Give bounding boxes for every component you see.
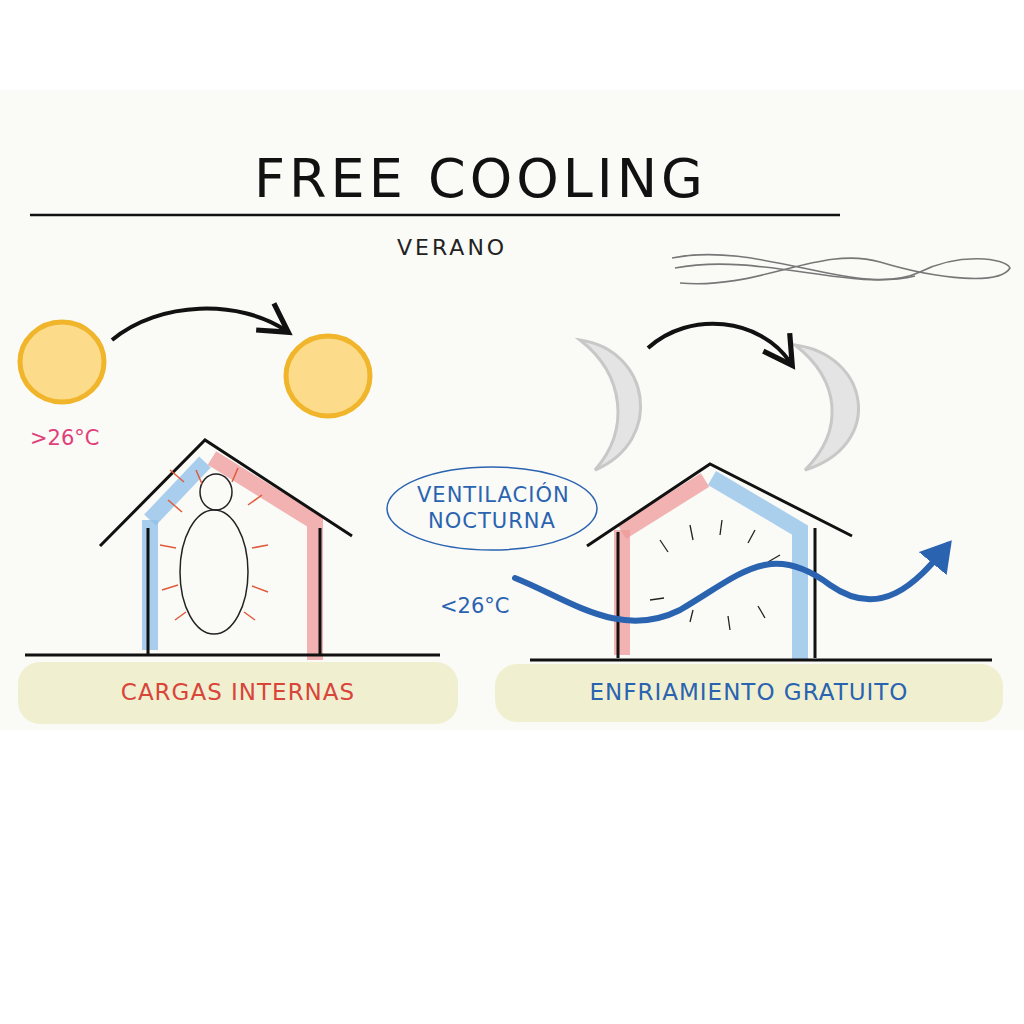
night-arrow [648,324,790,362]
node-label: VENTILACIÓN NOCTURNA [417,483,567,533]
subtitle: VERANO [397,235,507,260]
callout-ellipse: VENTILACIÓN NOCTURNA [385,465,599,552]
node-label: CARGAS INTERNAS [121,679,355,707]
node-text: ENFRIAMIENTO GRATUITO [590,679,909,707]
sun [20,322,370,416]
node-label: ENFRIAMIENTO GRATUITO [590,679,909,707]
ground-band: CARGAS INTERNAS [18,662,458,724]
title: FREE COOLING [254,147,707,210]
temperature-label: >26°C [30,426,99,450]
ground-band: ENFRIAMIENTO GRATUITO [495,664,1003,722]
node-text: VENTILACIÓN NOCTURNA [417,483,567,533]
node-text: CARGAS INTERNAS [121,679,355,707]
title-rule [30,214,840,217]
wind-symbol [672,255,1010,284]
day-arrow [112,309,285,340]
house-day [25,440,440,660]
temperature-label: <26°C [440,594,509,618]
moon [580,340,859,470]
paper [0,90,1024,730]
